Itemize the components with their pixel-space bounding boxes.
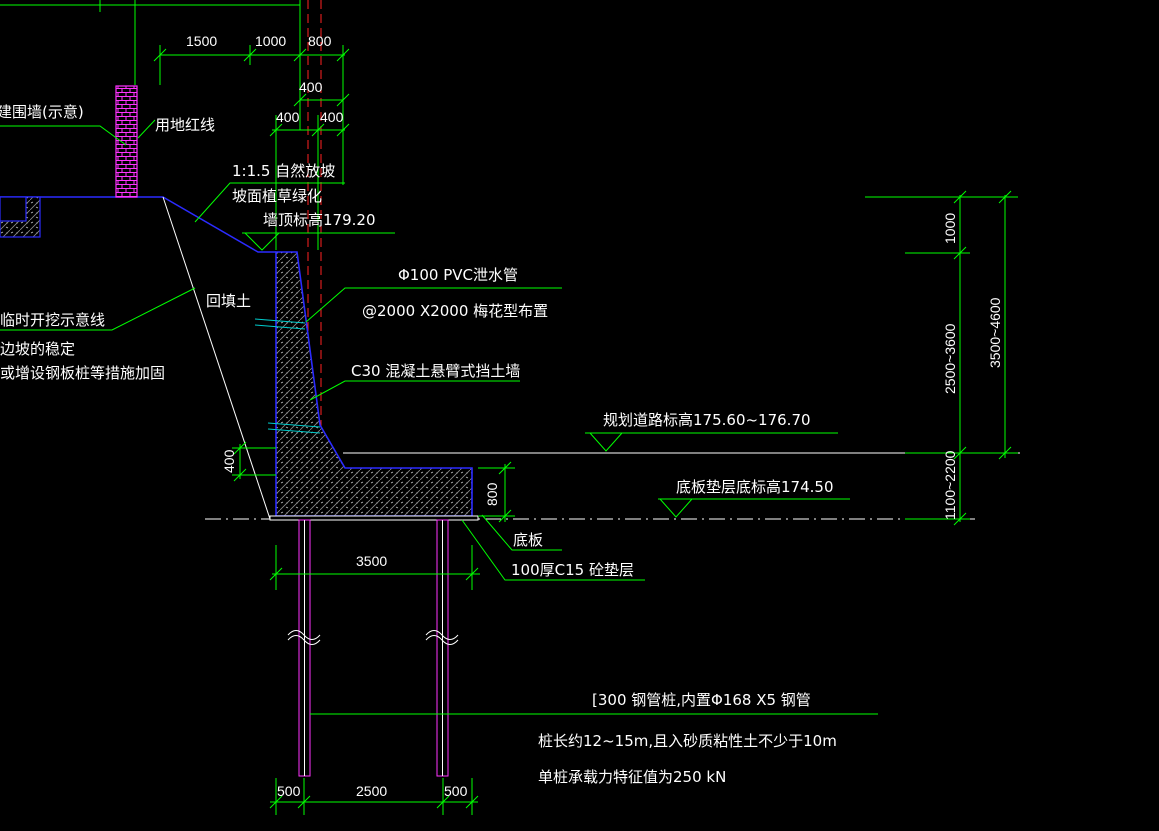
label-road-elev: 规划道路标高175.60~176.70 (603, 411, 811, 429)
dim-top-400: 400 (299, 79, 323, 95)
label-reinforce: 或增设钢板桩等措施加固 (0, 364, 165, 382)
toe-dimension (232, 441, 276, 482)
dim-left-400: 400 (276, 109, 300, 125)
top-dimension-chain (0, 0, 350, 250)
dim-pile-500-left: 500 (277, 783, 301, 799)
retaining-wall-body (275, 251, 473, 517)
dim-top-1500: 1500 (186, 33, 217, 49)
fence-brick-wall (115, 85, 138, 198)
right-dimension-chain (865, 190, 1018, 526)
label-slope: 1:1.5 自然放坡 (232, 162, 335, 180)
label-drain-layout: @2000 X2000 梅花型布置 (362, 302, 548, 320)
label-backfill: 回填土 (206, 292, 251, 310)
dim-top-800: 800 (308, 33, 332, 49)
dim-v-1000: 1000 (942, 213, 958, 244)
dim-right-400: 400 (320, 109, 344, 125)
label-temp-line: 临时开挖示意线 (0, 311, 105, 329)
pile-dimension-chain (269, 778, 479, 815)
dim-pile-2500: 2500 (356, 783, 387, 799)
label-wall-type: C30 混凝土悬臂式挡土墙 (351, 362, 520, 380)
dim-slab-800: 800 (484, 482, 500, 506)
label-drain-pipe: Φ100 PVC泄水管 (398, 266, 518, 284)
slab-dimension (478, 461, 515, 523)
label-slope-green: 坡面植草绿化 (232, 187, 322, 205)
dim-v-1100-2200: 1100~2200 (942, 450, 958, 520)
dim-pile-500-right: 500 (444, 783, 468, 799)
label-pile-capacity: 单桩承载力特征值为250 kN (538, 768, 726, 786)
label-base-slab: 底板 (513, 531, 543, 549)
label-wall-top: 墙顶标高179.20 (263, 211, 376, 229)
dim-v-3500-4600: 3500~4600 (987, 297, 1003, 368)
label-pile-type: [300 钢管桩,内置Φ168 X5 钢管 (592, 691, 811, 709)
drain-pipes (254, 318, 321, 434)
leader-lines (0, 119, 878, 715)
label-stability: 边坡的稳定 (0, 340, 75, 358)
label-pile-length: 桩长约12~15m,且入砂质粘性土不少于10m (538, 732, 837, 750)
label-cushion: 100厚C15 砼垫层 (511, 561, 634, 579)
label-fence: 拟建围墙(示意) (0, 103, 84, 121)
label-red-line: 用地红线 (155, 116, 215, 134)
dim-top-1000: 1000 (255, 33, 286, 49)
label-cushion-elev: 底板垫层底标高174.50 (676, 478, 834, 496)
dim-base-3500: 3500 (356, 553, 387, 569)
dim-v-2500-3600: 2500~3600 (942, 323, 958, 394)
steel-piles (287, 519, 459, 777)
ground-profile (0, 196, 1020, 520)
base-dimension (269, 545, 480, 590)
dim-wall-400: 400 (221, 449, 237, 473)
cushion-layer (269, 515, 479, 521)
